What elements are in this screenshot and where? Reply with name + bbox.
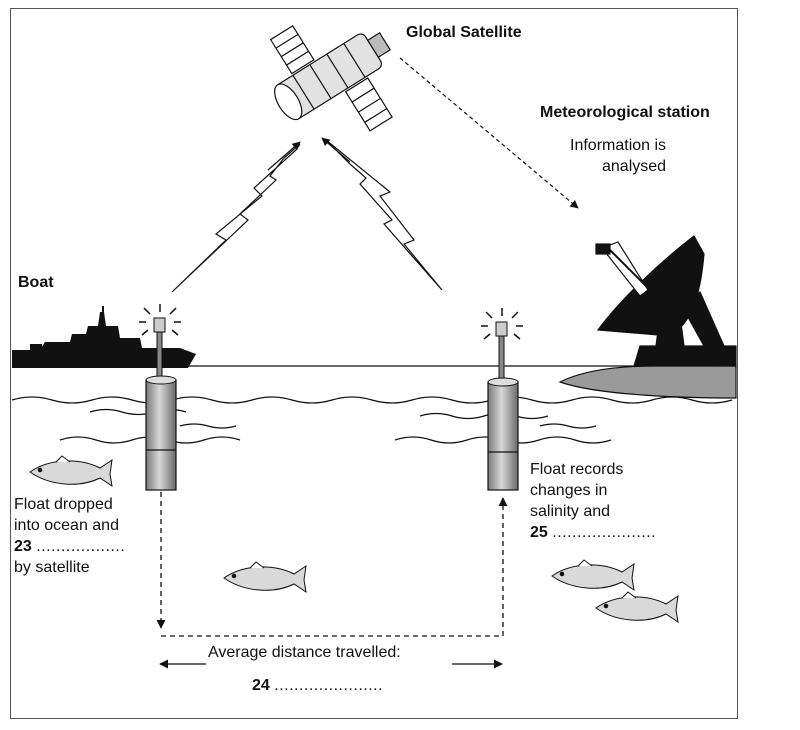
diagram-frame [10, 8, 738, 719]
lightning-signal-icon [321, 137, 443, 291]
boat-icon [12, 306, 196, 368]
fish-icon [29, 455, 113, 488]
float-icon [145, 317, 177, 491]
station-note-line-2: analysed [602, 158, 667, 175]
float-left-line-1: Float dropped [14, 496, 113, 513]
antenna-signal-icon [481, 308, 523, 340]
satellite-icon [269, 25, 393, 132]
ocean-waves [11, 396, 733, 444]
float-left-line-2: into ocean and [14, 517, 119, 534]
station-label: Meteorological station [540, 104, 710, 121]
distance-label: Average distance travelled: [208, 644, 401, 661]
question-24-blank[interactable]: ...................... [274, 677, 384, 694]
float-left-line-4: by satellite [14, 559, 90, 576]
float-drift-path [156, 492, 508, 637]
float-right-line-1: Float records [530, 461, 624, 478]
satellite-to-station-arrow [399, 57, 579, 209]
satellite-dish-icon [595, 235, 737, 367]
question-24: 24 ...................... [252, 675, 383, 696]
question-24-number: 24 [252, 677, 270, 694]
question-25-number: 25 [530, 524, 548, 541]
question-23: 23 .................. [14, 536, 125, 557]
question-23-number: 23 [14, 538, 32, 555]
satellite-label: Global Satellite [406, 24, 522, 41]
fish-icon [223, 561, 307, 594]
question-23-blank[interactable]: .................. [36, 538, 126, 555]
station-note-line-1: Information is [570, 137, 667, 154]
island-shape [558, 365, 737, 399]
question-25: 25 ..................... [530, 522, 656, 543]
question-25-blank[interactable]: ..................... [552, 524, 657, 541]
fish-icon [595, 591, 679, 624]
boat-label: Boat [18, 274, 54, 291]
antenna-signal-icon [139, 304, 181, 336]
float-right-line-3: salinity and [530, 503, 611, 520]
float-right-line-2: changes in [530, 482, 608, 499]
lightning-signal-icon [171, 141, 301, 293]
float-icon [487, 321, 519, 491]
fish-icon [551, 559, 635, 592]
